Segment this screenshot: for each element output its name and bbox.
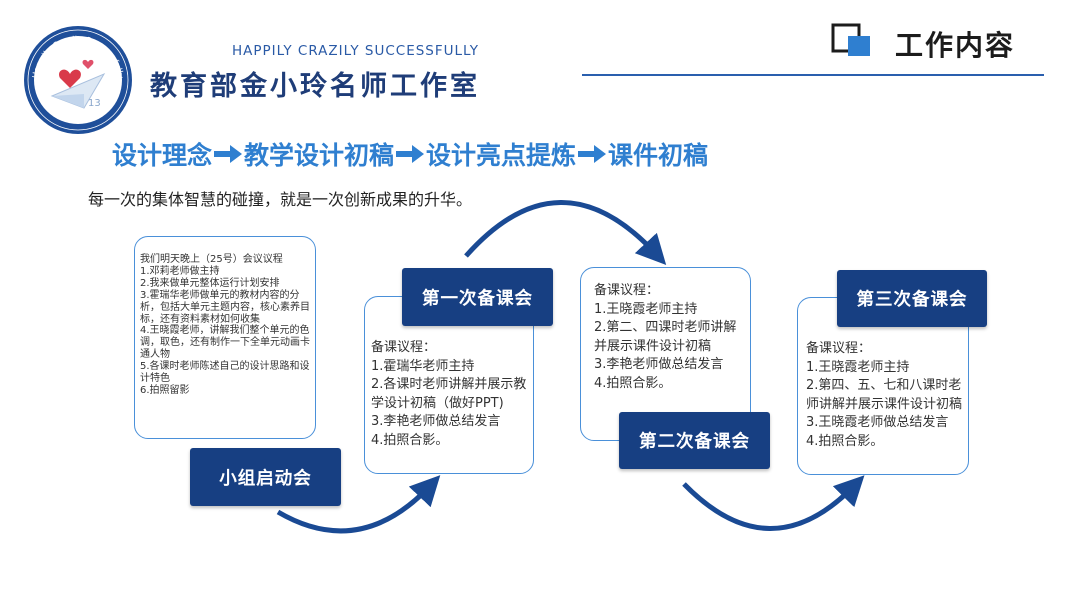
- header-divider: [582, 74, 1044, 76]
- flow-step: 设计亮点提炼: [426, 141, 577, 170]
- curved-arrow-icon: [682, 475, 865, 531]
- subtitle: 每一次的集体智慧的碰撞，就是一次创新成果的升华。: [88, 190, 473, 209]
- flow-step: 设计理念: [112, 141, 213, 170]
- studio-logo: Happily Crazily Successfully 教育部金小玲名师工作室…: [24, 26, 132, 134]
- stage-notes: 备课议程： 1.王晓霞老师主持 2.第二、四课时老师讲解并展示课件设计初稿 3.…: [594, 283, 737, 391]
- studio-name: 教育部金小玲名师工作室: [150, 71, 480, 102]
- tagline: HAPPILY CRAZILY SUCCESSFULLY: [232, 43, 480, 59]
- flow-step: 课件初稿: [608, 141, 709, 170]
- stage-label: 第一次备课会: [402, 268, 553, 326]
- section-title: 工作内容: [895, 29, 1016, 62]
- flow-step: 教学设计初稿: [244, 141, 395, 170]
- section-title-squares-icon: [831, 23, 870, 56]
- stage-label: 第二次备课会: [619, 412, 770, 469]
- small-heart-icon: [82, 59, 94, 69]
- curved-arrow-icon: [464, 200, 667, 266]
- right-arrow-icon: [396, 145, 425, 163]
- stage-notes: 备课议程： 1.王晓霞老师主持 2.第四、五、七和八课时老师讲解并展示课件设计初…: [806, 341, 963, 449]
- process-flow: 设计理念 教学设计初稿 设计亮点提炼 课件初稿: [112, 136, 708, 172]
- stage-notes: 我们明天晚上（25号）会议议程 1.邓莉老师做主持 2.我来做单元整体运行计划安…: [140, 254, 310, 396]
- right-arrow-icon: [578, 145, 607, 163]
- stage-notes-box: [134, 236, 316, 439]
- heart-icon: [59, 69, 81, 88]
- right-arrow-icon: [214, 145, 243, 163]
- stage-notes: 备课议程： 1.霍瑞华老师主持 2.各课时老师讲解并展示教学设计初稿（做好PPT…: [371, 340, 527, 448]
- stage-label: 小组启动会: [190, 448, 341, 506]
- stage-label: 第三次备课会: [837, 270, 987, 327]
- logo-badge: 13: [88, 98, 101, 109]
